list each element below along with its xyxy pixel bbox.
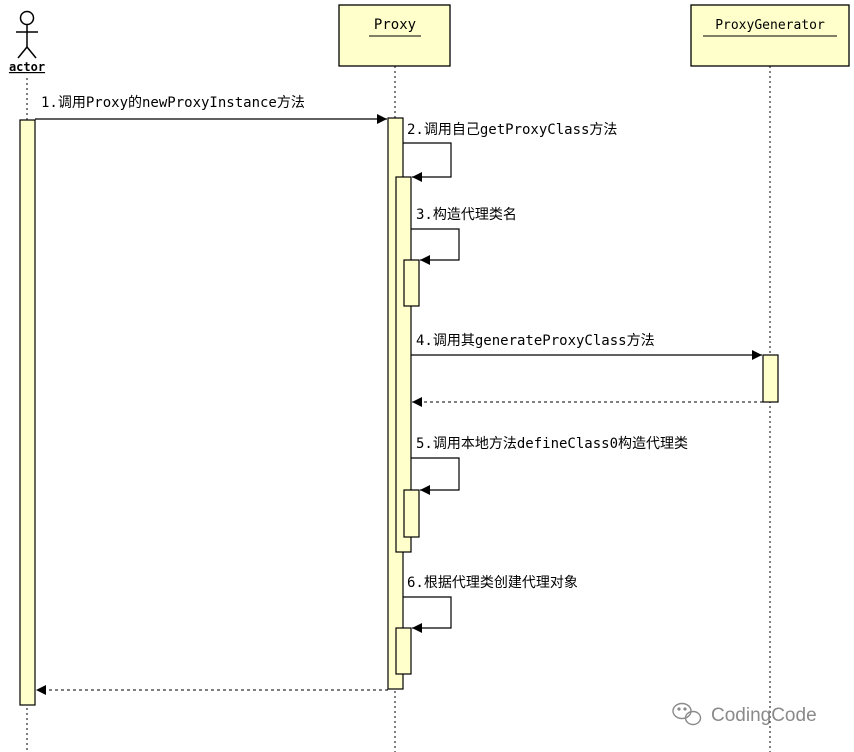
- message-5-label: 5.调用本地方法defineClass0构造代理类: [416, 436, 688, 452]
- message-2-label: 2.调用自己getProxyClass方法: [407, 122, 617, 138]
- proxy-activation-defineclass: [403, 489, 420, 538]
- actor-figure: [16, 10, 38, 59]
- watermark-text: CodingCode: [711, 705, 817, 726]
- message-2-arrow: [403, 142, 452, 182]
- message-4-label: 4.调用其generateProxyClass方法: [416, 333, 655, 349]
- message-6-label: 6.根据代理类创建代理对象: [407, 575, 578, 591]
- message-3-label: 3.构造代理类名: [416, 207, 517, 223]
- message-5-arrow: [411, 457, 460, 495]
- proxy-activation-newinstance: [395, 627, 412, 675]
- proxy-activation-classname: [403, 259, 420, 307]
- message-1-label: 1.调用Proxy的newProxyInstance方法: [41, 95, 305, 111]
- message-6-arrow: [403, 596, 452, 633]
- participant-generator-label: ProxyGenerator: [715, 18, 825, 33]
- actor-label: actor: [9, 60, 45, 74]
- participant-proxy-label: Proxy: [374, 17, 416, 33]
- wechat-icon: [672, 702, 702, 726]
- generator-activation: [762, 354, 779, 403]
- message-3-arrow: [411, 228, 460, 265]
- actor-activation: [19, 119, 36, 706]
